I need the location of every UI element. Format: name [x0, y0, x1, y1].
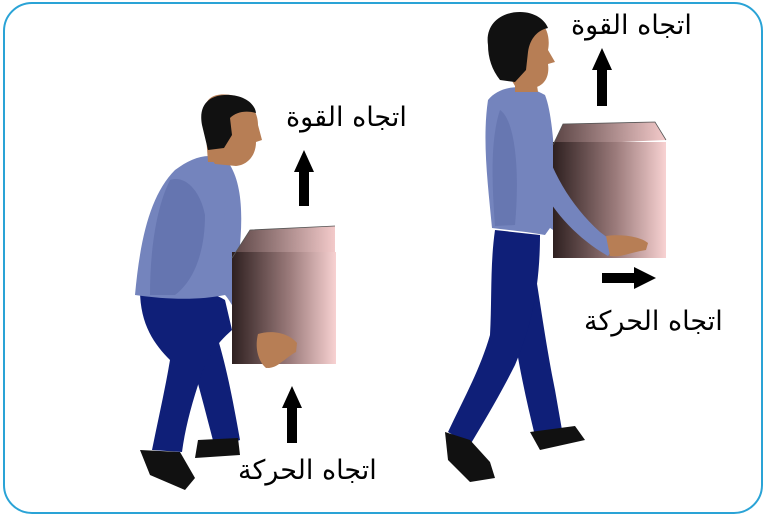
right-force-direction-label: اتجاه القوة [571, 12, 692, 39]
back-shoe [195, 438, 240, 458]
left-force-direction-label: اتجاه القوة [286, 104, 407, 131]
right-motion-direction-label: اتجاه الحركة [584, 308, 723, 335]
left-motion-direction-label: اتجاه الحركة [238, 457, 377, 484]
